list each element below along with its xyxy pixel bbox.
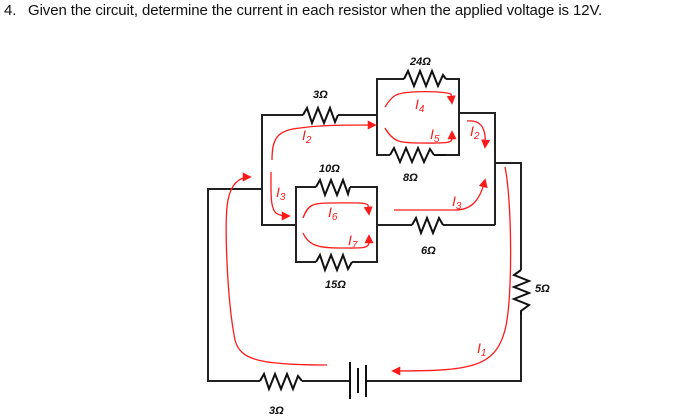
current-path-i6 — [302, 202, 373, 219]
wire-15-left — [295, 225, 316, 263]
label-i2-base: I — [302, 127, 306, 143]
label-i5-base: I — [430, 126, 434, 142]
label-i4: I4 — [415, 96, 425, 115]
wire-outer-right-lower — [366, 315, 522, 382]
question-body: Given the circuit, determine the current… — [28, 2, 603, 19]
label-i2-upper: I2 — [302, 127, 312, 146]
resistor-6 — [411, 215, 444, 236]
label-i4-sub: 4 — [419, 104, 425, 115]
current-path-i1 — [391, 166, 512, 376]
resistor-3-bottom — [259, 371, 303, 392]
label-i1-base: I — [477, 340, 481, 356]
current-path-i3-left — [270, 171, 291, 221]
label-3ohm-bottom: 3Ω — [269, 405, 284, 416]
resistors — [259, 68, 532, 392]
label-i7-sub: 7 — [352, 240, 358, 251]
current-path-i3-right — [394, 178, 488, 211]
label-i1-sub: 1 — [481, 348, 487, 359]
label-i3-base: I — [276, 184, 280, 200]
label-i1: I1 — [477, 340, 486, 359]
resistor-10 — [315, 177, 351, 198]
label-8ohm: 8Ω — [403, 172, 418, 184]
wire-3ohm-upper-left — [261, 114, 303, 189]
label-i3b-sub: 3 — [456, 201, 462, 212]
label-i6: I6 — [328, 204, 338, 223]
label-i2b-base: I — [470, 123, 474, 139]
label-6ohm: 6Ω — [421, 245, 436, 257]
label-i7: I7 — [348, 232, 358, 251]
resistor-15 — [315, 252, 353, 273]
resistor-3-upper — [302, 105, 339, 126]
resistor-5 — [511, 269, 532, 315]
label-3ohm-upper: 3Ω — [313, 89, 328, 101]
wires — [207, 78, 522, 382]
wire-24-block-top-left — [376, 78, 404, 115]
label-i6-sub: 6 — [332, 212, 338, 223]
label-10ohm: 10Ω — [319, 163, 340, 175]
question-text: 4. Given the circuit, determine the curre… — [4, 2, 602, 19]
label-5ohm: 5Ω — [535, 283, 550, 295]
current-path-i2-right — [466, 120, 491, 149]
current-path-i5 — [384, 127, 457, 144]
resistor-24 — [403, 68, 447, 89]
wire-block-to-right-node — [459, 112, 496, 225]
label-i7-base: I — [348, 232, 352, 248]
current-path-i1-left — [225, 172, 328, 366]
label-i2-right: I2 — [470, 123, 480, 142]
label-i3-right: I3 — [452, 193, 462, 212]
wire-24-block-top-right — [446, 78, 460, 156]
label-i5-sub: 5 — [434, 134, 440, 145]
current-arrows — [225, 90, 512, 376]
wire-right-node-outer — [495, 162, 522, 270]
wire-left-node-lower — [261, 189, 296, 226]
label-i5: I5 — [430, 126, 440, 145]
current-path-i7 — [302, 232, 374, 249]
current-path-i4 — [384, 90, 456, 108]
label-i4-base: I — [415, 96, 419, 112]
label-i3-left: I3 — [276, 184, 286, 203]
label-i6-base: I — [328, 204, 332, 220]
resistor-8 — [389, 145, 435, 165]
battery — [349, 362, 367, 399]
question-number: 4. — [4, 2, 17, 19]
label-i3b-base: I — [452, 193, 456, 209]
label-i3-sub: 3 — [280, 192, 286, 203]
wire-outer-left — [207, 188, 262, 382]
label-i2b-sub: 2 — [473, 131, 480, 142]
wire-10-block-left — [295, 186, 316, 225]
label-24ohm: 24Ω — [409, 56, 431, 68]
label-15ohm: 15Ω — [325, 279, 346, 291]
wire-8-left — [376, 115, 390, 156]
current-path-i2 — [271, 120, 377, 161]
label-i2-sub: 2 — [305, 135, 312, 146]
